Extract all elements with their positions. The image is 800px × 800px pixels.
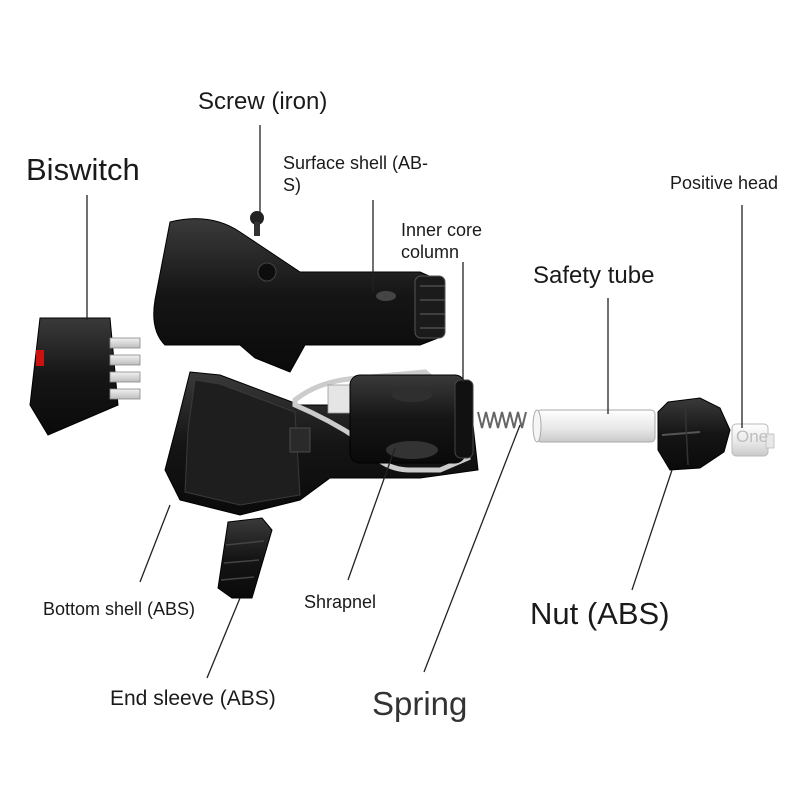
leader-shrapnel	[347, 447, 396, 581]
label-one-watermark: One	[736, 427, 769, 446]
leader-end-sleeve	[206, 597, 241, 679]
safety-tube-part	[532, 409, 656, 443]
nut-part	[657, 397, 731, 471]
label-positive-head: Positive head	[670, 173, 779, 193]
spring-part	[477, 411, 527, 429]
leader-spring	[423, 424, 521, 673]
label-surface-shell-line1: Surface shell (AB-	[283, 153, 429, 173]
leader-lines	[86, 125, 743, 679]
label-inner-core-line2: column	[401, 242, 460, 262]
leader-bottom-shell	[139, 504, 171, 583]
label-nut: Nut (ABS)	[530, 596, 670, 631]
label-inner-core-line1: Inner core	[401, 220, 483, 240]
biswitch-part	[29, 317, 141, 436]
surface-shell-part	[153, 218, 446, 373]
positive-head-part	[731, 423, 775, 457]
end-sleeve-part	[217, 517, 273, 599]
label-bottom-shell: Bottom shell (ABS)	[43, 599, 196, 619]
label-end-sleeve: End sleeve (ABS)	[110, 687, 276, 710]
switch-red-indicator	[36, 350, 44, 366]
label-biswitch: Biswitch	[26, 152, 140, 187]
label-shrapnel: Shrapnel	[304, 592, 377, 612]
screw-part	[250, 211, 264, 236]
leader-nut	[631, 469, 673, 591]
label-safety-tube: Safety tube	[533, 262, 655, 289]
label-spring: Spring	[372, 685, 468, 722]
label-screw: Screw (iron)	[198, 88, 328, 115]
inner-core-shrapnel-part	[292, 369, 474, 473]
label-surface-shell-line2: S)	[283, 175, 301, 195]
